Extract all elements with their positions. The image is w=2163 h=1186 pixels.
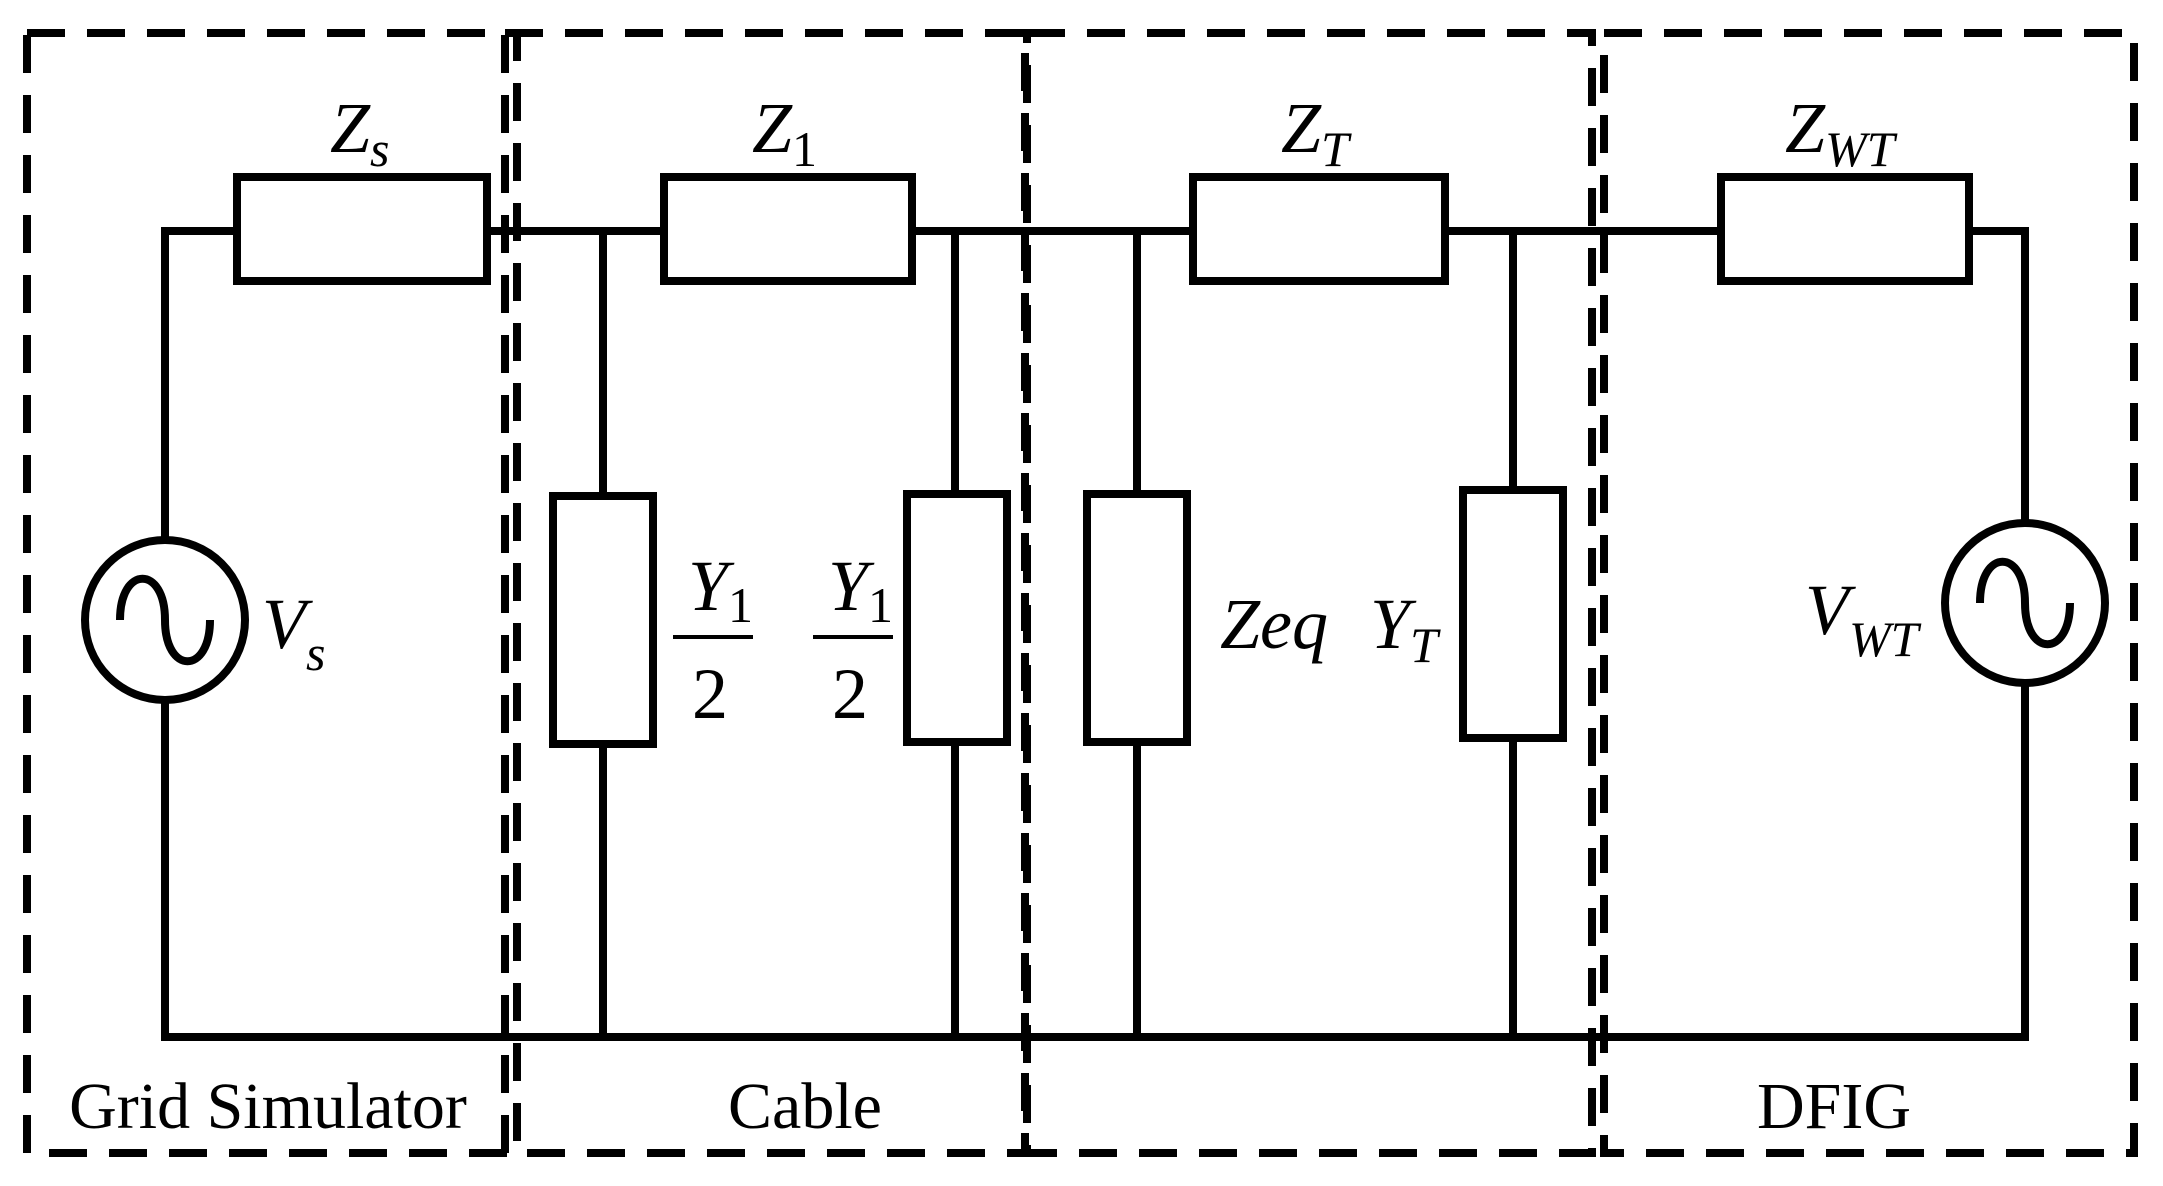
svg-text:Y1: Y1: [828, 546, 893, 633]
label-z1: Z1: [752, 88, 817, 177]
section-box-grid-simulator: [23, 29, 521, 1157]
shunt-zeq: [1083, 490, 1191, 746]
label-zs: Zs: [330, 88, 390, 177]
section-box-cable: [501, 29, 1029, 1157]
svg-text:2: 2: [832, 654, 868, 734]
label-zeq: Zeq: [1220, 584, 1328, 664]
label-y1-half-left: Y1 2: [673, 546, 753, 734]
svg-text:2: 2: [692, 654, 728, 734]
wiring: [161, 227, 2029, 1041]
section-label-dfig: DFIG: [1757, 1070, 1911, 1143]
label-zwt: ZWT: [1785, 88, 1898, 177]
label-y1-half-right: Y1 2: [813, 546, 893, 734]
ac-source-vs: [81, 536, 249, 704]
impedance-zs: [233, 173, 491, 285]
section-label-cable: Cable: [728, 1070, 882, 1143]
shunt-y1-left: [549, 492, 657, 748]
shunt-y1-right: [903, 490, 1011, 746]
label-yt: YT: [1370, 584, 1441, 673]
section-label-grid-simulator: Grid Simulator: [69, 1070, 467, 1143]
sine-wave-icon: [116, 574, 214, 666]
label-zt: ZT: [1281, 88, 1352, 177]
impedance-zt: [1189, 173, 1449, 285]
label-vs: Vs: [262, 584, 325, 681]
impedance-z1: [660, 173, 916, 285]
section-box-dfig: [1600, 29, 2138, 1157]
impedance-zwt: [1717, 173, 1973, 285]
svg-text:Y1: Y1: [688, 546, 753, 633]
shunt-yt: [1459, 486, 1567, 742]
ac-source-vwt: [1941, 519, 2109, 687]
sine-wave-icon: [1976, 557, 2074, 649]
label-vwt: VWT: [1805, 570, 1922, 667]
